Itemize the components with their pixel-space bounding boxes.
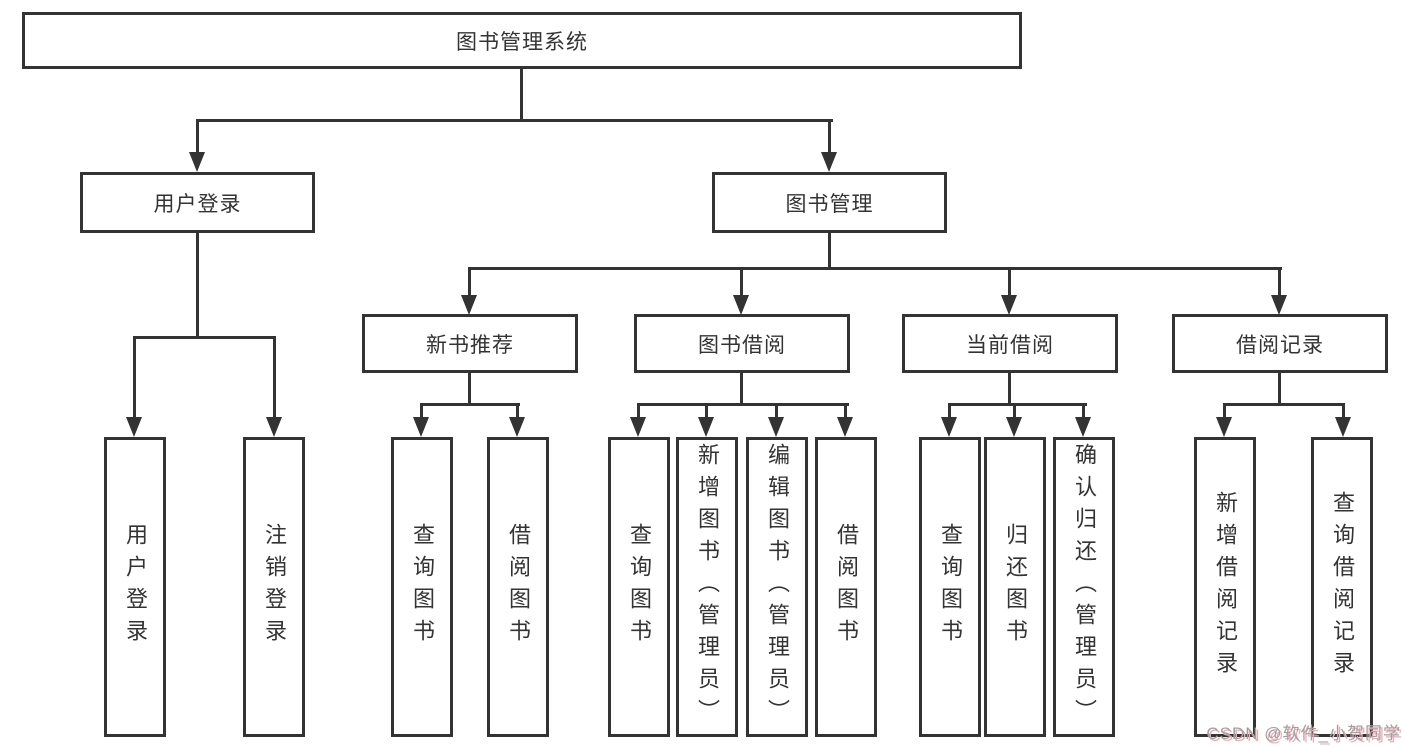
arrowhead-down-icon bbox=[837, 417, 853, 437]
arrowhead-down-icon bbox=[733, 295, 749, 315]
connector-stem bbox=[196, 119, 199, 153]
connector-stem bbox=[1082, 403, 1085, 419]
node-user-login: 用户登录 bbox=[80, 172, 315, 233]
connector-user-login-trunk bbox=[196, 232, 199, 339]
arrowhead-down-icon bbox=[266, 417, 282, 437]
arrowhead-down-icon bbox=[1335, 417, 1351, 437]
leaf-records-query-record-label: 查询借阅记录 bbox=[1330, 491, 1355, 683]
connector-stem bbox=[273, 336, 276, 419]
arrowhead-down-icon bbox=[1001, 295, 1017, 315]
connector-root-trunk bbox=[520, 68, 523, 121]
node-current-borrowing-label: 当前借阅 bbox=[966, 333, 1054, 357]
connector-stem bbox=[740, 267, 743, 297]
node-book-borrowing: 图书借阅 bbox=[634, 314, 850, 373]
connector-current-borrow-split bbox=[948, 403, 1087, 406]
node-new-book-recommend-label: 新书推荐 bbox=[426, 333, 514, 357]
leaf-borrowing-query-books-label: 查询图书 bbox=[627, 523, 652, 651]
arrowhead-down-icon bbox=[1075, 417, 1091, 437]
node-book-management-label: 图书管理 bbox=[785, 192, 874, 216]
node-new-book-recommend: 新书推荐 bbox=[362, 314, 578, 373]
arrowhead-down-icon bbox=[189, 152, 205, 172]
node-book-management: 图书管理 bbox=[712, 172, 947, 233]
connector-book-borrow-trunk bbox=[740, 373, 743, 406]
arrowhead-down-icon bbox=[509, 417, 525, 437]
connector-new-book-split bbox=[420, 403, 520, 406]
connector-stem bbox=[420, 403, 423, 419]
connector-root-split bbox=[196, 119, 833, 122]
leaf-borrowing-add-books-admin-label: 新增图书（管理员） bbox=[695, 443, 720, 731]
connector-user-login-split bbox=[133, 336, 276, 339]
connector-borrow-record-trunk bbox=[1278, 373, 1281, 406]
arrowhead-down-icon bbox=[413, 417, 429, 437]
arrowhead-down-icon bbox=[1216, 417, 1232, 437]
leaf-current-query-books: 查询图书 bbox=[919, 437, 981, 737]
node-borrowing-records: 借阅记录 bbox=[1172, 314, 1388, 373]
node-current-borrowing: 当前借阅 bbox=[902, 314, 1118, 373]
connector-new-book-trunk bbox=[468, 373, 471, 406]
connector-book-borrow-split bbox=[637, 403, 849, 406]
arrowhead-down-icon bbox=[630, 417, 646, 437]
connector-borrow-record-split bbox=[1223, 403, 1345, 406]
connector-stem bbox=[1278, 267, 1281, 297]
leaf-records-add-record: 新增借阅记录 bbox=[1194, 437, 1256, 737]
leaf-user-login: 用户登录 bbox=[104, 437, 166, 737]
connector-book-mgmt-split bbox=[468, 267, 1282, 270]
leaf-newbook-query-books: 查询图书 bbox=[391, 437, 453, 737]
leaf-records-query-record: 查询借阅记录 bbox=[1311, 437, 1373, 737]
connector-stem bbox=[705, 403, 708, 419]
leaf-current-return-books-label: 归还图书 bbox=[1003, 523, 1028, 651]
leaf-current-confirm-return-admin: 确认归还（管理员） bbox=[1053, 437, 1115, 737]
connector-stem bbox=[637, 403, 640, 419]
node-root: 图书管理系统 bbox=[22, 12, 1022, 69]
csdn-watermark: CSDN @软件_小贺同学 bbox=[1206, 724, 1401, 743]
connector-stem bbox=[948, 403, 951, 419]
node-root-label: 图书管理系统 bbox=[456, 30, 588, 54]
arrowhead-down-icon bbox=[821, 152, 837, 172]
leaf-user-login-label: 用户登录 bbox=[123, 523, 148, 651]
connector-stem bbox=[1008, 267, 1011, 297]
node-user-login-label: 用户登录 bbox=[153, 192, 242, 216]
leaf-newbook-query-books-label: 查询图书 bbox=[410, 523, 435, 651]
leaf-borrowing-edit-books-admin-label: 编辑图书（管理员） bbox=[765, 443, 790, 731]
leaf-newbook-borrow-books: 借阅图书 bbox=[487, 437, 549, 737]
leaf-borrowing-edit-books-admin: 编辑图书（管理员） bbox=[746, 437, 808, 737]
leaf-logout: 注销登录 bbox=[243, 437, 305, 737]
arrowhead-down-icon bbox=[768, 417, 784, 437]
arrowhead-down-icon bbox=[941, 417, 957, 437]
leaf-borrowing-borrow-books-label: 借阅图书 bbox=[834, 523, 859, 651]
leaf-borrowing-add-books-admin: 新增图书（管理员） bbox=[676, 437, 738, 737]
leaf-current-confirm-return-admin-label: 确认归还（管理员） bbox=[1072, 443, 1097, 731]
arrowhead-down-icon bbox=[1271, 295, 1287, 315]
connector-stem bbox=[775, 403, 778, 419]
connector-stem bbox=[468, 267, 471, 297]
node-borrowing-records-label: 借阅记录 bbox=[1236, 333, 1324, 357]
node-book-borrowing-label: 图书借阅 bbox=[698, 333, 786, 357]
leaf-current-return-books: 归还图书 bbox=[984, 437, 1046, 737]
leaf-borrowing-borrow-books: 借阅图书 bbox=[815, 437, 877, 737]
arrowhead-down-icon bbox=[126, 417, 142, 437]
connector-book-mgmt-trunk bbox=[828, 232, 831, 270]
connector-stem bbox=[844, 403, 847, 419]
arrowhead-down-icon bbox=[461, 295, 477, 315]
leaf-records-add-record-label: 新增借阅记录 bbox=[1213, 491, 1238, 683]
leaf-borrowing-query-books: 查询图书 bbox=[608, 437, 670, 737]
leaf-newbook-borrow-books-label: 借阅图书 bbox=[506, 523, 531, 651]
connector-stem bbox=[828, 119, 831, 153]
leaf-logout-label: 注销登录 bbox=[262, 523, 287, 651]
connector-stem bbox=[1342, 403, 1345, 419]
arrowhead-down-icon bbox=[1006, 417, 1022, 437]
connector-stem bbox=[516, 403, 519, 419]
leaf-current-query-books-label: 查询图书 bbox=[938, 523, 963, 651]
connector-stem bbox=[133, 336, 136, 419]
arrowhead-down-icon bbox=[698, 417, 714, 437]
connector-stem bbox=[1223, 403, 1226, 419]
connector-current-borrow-trunk bbox=[1008, 373, 1011, 406]
connector-stem bbox=[1013, 403, 1016, 419]
